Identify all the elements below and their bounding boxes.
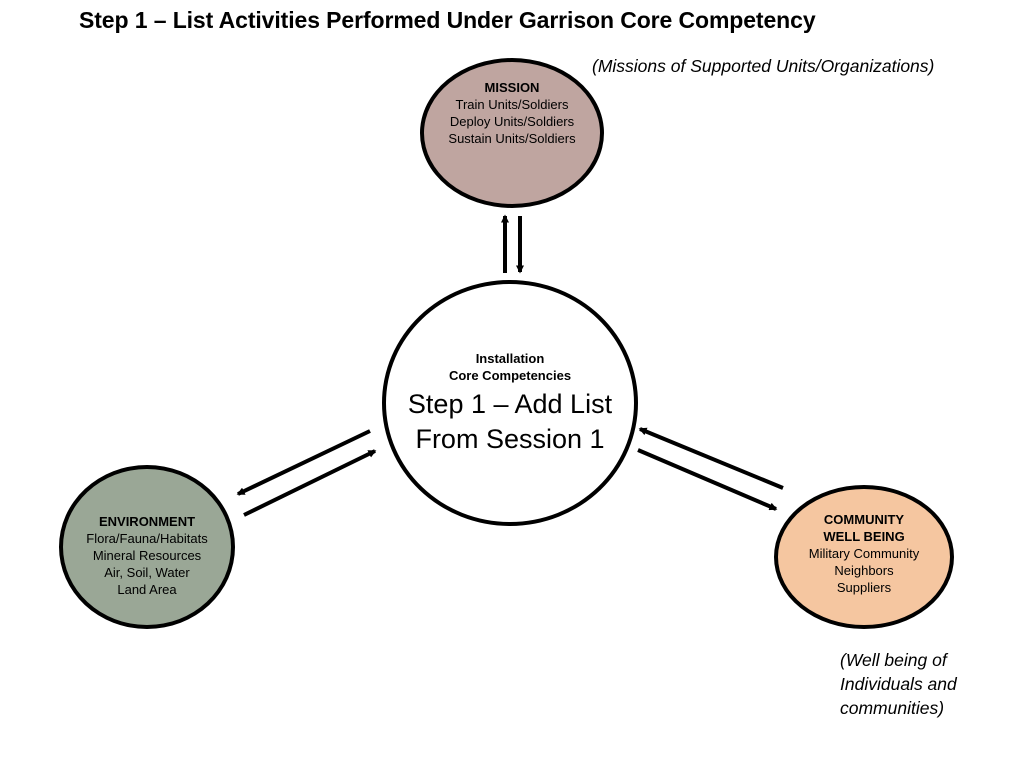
core-node: Installation Core Competencies Step 1 – …: [382, 280, 638, 526]
environment-item: Flora/Fauna/Habitats: [86, 531, 208, 546]
environment-item: Mineral Resources: [92, 548, 202, 563]
mission-heading: MISSION: [484, 80, 540, 95]
mission-item: Train Units/Soldiers: [455, 97, 569, 112]
mission-item: Deploy Units/Soldiers: [449, 114, 575, 129]
community-item: Neighbors: [834, 563, 894, 578]
community-item: Suppliers: [836, 580, 892, 595]
environment-item: Land Area: [117, 582, 177, 597]
community-heading: COMMUNITY: [823, 512, 905, 527]
core-main-text: Step 1 – Add List: [407, 389, 613, 419]
community-note: (Well being of Individuals and communiti…: [840, 650, 957, 718]
mission-note: (Missions of Supported Units/Organizatio…: [592, 56, 935, 76]
core-main-text: From Session 1: [415, 424, 605, 454]
arrow-community-to-core: [638, 427, 784, 490]
community-item: Military Community: [808, 546, 920, 561]
environment-item: Air, Soil, Water: [104, 565, 190, 580]
page-title: Step 1 – List Activities Performed Under…: [79, 7, 816, 33]
core-heading: Installation: [475, 351, 545, 366]
arrow-core-to-community: [637, 448, 778, 511]
mission-item: Sustain Units/Soldiers: [448, 131, 576, 146]
arrow-core-to-environment: [236, 429, 371, 496]
environment-node: ENVIRONMENT Flora/Fauna/Habitats Mineral…: [59, 465, 235, 629]
environment-heading: ENVIRONMENT: [98, 514, 196, 529]
core-heading: Core Competencies: [448, 368, 572, 383]
community-node: COMMUNITY WELL BEING Military Community …: [774, 485, 954, 629]
mission-node: MISSION Train Units/Soldiers Deploy Unit…: [420, 58, 604, 208]
community-heading: WELL BEING: [823, 529, 905, 544]
arrow-environment-to-core: [243, 449, 377, 517]
